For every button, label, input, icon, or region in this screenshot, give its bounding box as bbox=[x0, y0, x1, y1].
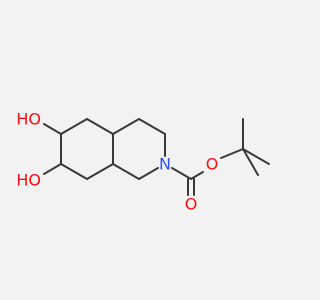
ester-oxygen-label: O bbox=[206, 155, 219, 174]
bond-carbonyl-c-ester-o bbox=[190, 171, 204, 180]
bond-c8a-c8 bbox=[86, 163, 114, 180]
hydroxyl-label-top: HO bbox=[16, 110, 41, 129]
bond-c7-oh bbox=[43, 163, 62, 175]
bond-n-carbonyl-c bbox=[171, 167, 192, 180]
bond-c6-c5 bbox=[60, 118, 88, 135]
carbonyl-oxygen-label: O bbox=[185, 195, 198, 214]
bond-layer bbox=[43, 118, 270, 196]
bond-tbu-methyl-lower bbox=[242, 148, 259, 176]
bond-c4a-c4 bbox=[112, 118, 140, 135]
nitrogen-label: N bbox=[159, 155, 171, 174]
bond-c8-c7 bbox=[60, 163, 88, 180]
bond-c4-c3 bbox=[138, 118, 166, 135]
bond-n-c1 bbox=[138, 167, 159, 180]
bond-c1-c8a bbox=[112, 163, 140, 180]
label-layer: HO HO N O O bbox=[16, 110, 218, 214]
bond-tbu-methyl-right bbox=[242, 148, 270, 165]
hydroxyl-label-bottom: HO bbox=[16, 171, 41, 190]
bond-c5-c4a bbox=[86, 118, 114, 135]
structure-diagram: HO HO N O O bbox=[16, 110, 270, 214]
bond-ester-o-quaternary-c bbox=[220, 148, 244, 159]
bond-c6-oh bbox=[43, 123, 62, 135]
